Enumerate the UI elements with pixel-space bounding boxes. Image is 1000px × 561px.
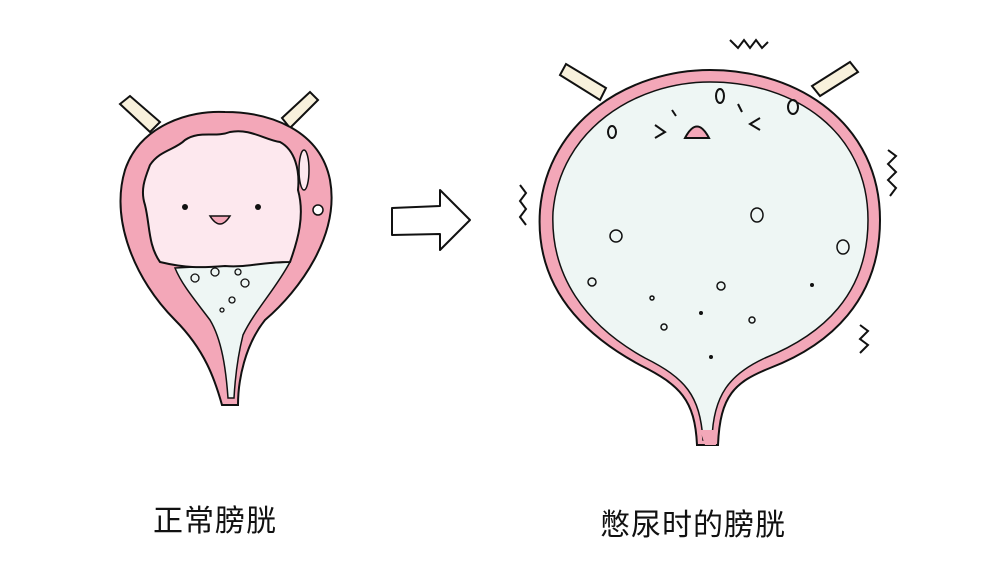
full-ureter-left (558, 62, 608, 102)
normal-eye-left (182, 204, 188, 210)
arrow-right-icon (391, 189, 471, 251)
full-bladder (518, 38, 898, 446)
normal-ureter-right (280, 90, 320, 130)
normal-sediment-dots (190, 267, 250, 313)
normal-bubble (298, 149, 310, 191)
label-normal-bladder: 正常膀胱 (153, 504, 277, 539)
normal-urine (173, 261, 292, 399)
shake-lines (518, 38, 898, 354)
full-sediment-dots (587, 207, 850, 331)
normal-smile (208, 215, 232, 225)
normal-eye-right (255, 204, 261, 210)
full-urine (552, 81, 869, 441)
label-full-bladder: 憋尿时的膀胱 (600, 508, 786, 543)
normal-bladder (118, 90, 333, 406)
normal-bubble (312, 204, 324, 216)
full-urethra-tip (700, 430, 716, 445)
full-small-dots (699, 283, 814, 359)
normal-ureter-left (118, 94, 162, 134)
full-ureter-right (810, 60, 860, 98)
normal-inner-lining (141, 130, 302, 269)
full-face-worried (607, 88, 799, 139)
